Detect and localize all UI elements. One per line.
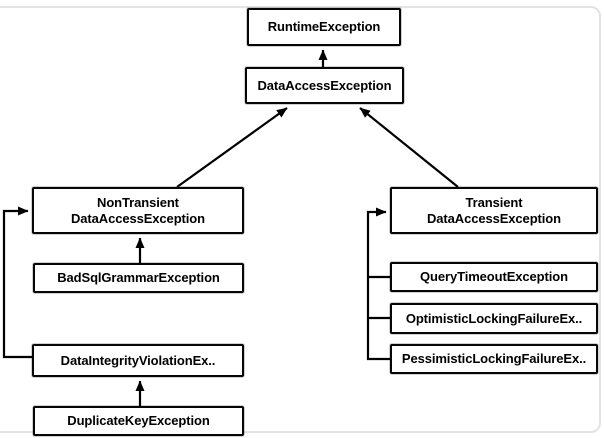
node-optimistic-locking-failure-exception: OptimisticLockingFailureEx..	[390, 303, 598, 334]
arrow-lockingfailures-to-transient	[366, 207, 390, 361]
node-data-integrity-violation-exception: DataIntegrityViolationEx..	[32, 344, 244, 377]
node-duplicate-key-exception: DuplicateKeyException	[33, 406, 244, 436]
node-pessimistic-locking-failure-exception: PessimisticLockingFailureEx..	[390, 344, 598, 374]
node-bad-sql-grammar-exception: BadSqlGrammarException	[33, 263, 244, 293]
node-data-access-exception: DataAccessException	[245, 67, 404, 104]
arrow-nontransient-to-dataaccess	[176, 107, 288, 188]
diagram-frame-border	[0, 6, 601, 433]
node-query-timeout-exception: QueryTimeoutException	[390, 262, 598, 292]
node-non-transient-data-access-exception: NonTransient DataAccessException	[32, 187, 244, 234]
arrow-transient-to-dataaccess	[359, 107, 459, 188]
node-transient-data-access-exception: Transient DataAccessException	[390, 187, 598, 234]
node-runtime-exception: RuntimeException	[247, 8, 401, 46]
arrow-dataintegrity-to-nontransient	[2, 206, 32, 359]
